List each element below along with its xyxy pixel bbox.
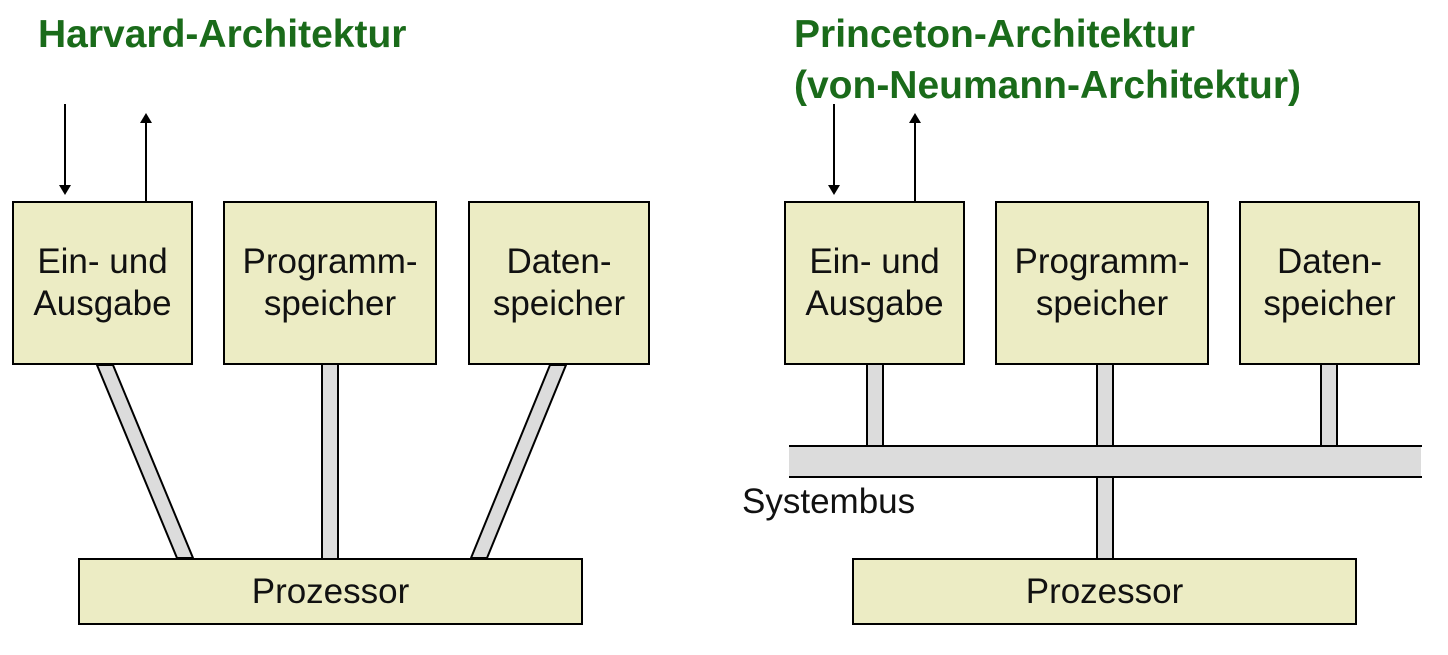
harvard-data-bus <box>469 364 568 559</box>
princeton-processor-bus-stub <box>1096 476 1114 560</box>
princeton-processor-box: Prozessor <box>852 558 1357 625</box>
princeton-title-line1: Princeton-Architektur <box>794 13 1195 56</box>
princeton-system-bus-label: Systembus <box>742 482 916 521</box>
princeton-data-bus-stub <box>1320 363 1338 447</box>
princeton-data-memory-line2: speicher <box>1263 284 1396 323</box>
princeton-data-memory-box: Daten- speicher <box>1239 201 1420 365</box>
harvard-program-memory-line1: Programm- <box>242 242 418 281</box>
princeton-program-bus-stub <box>1096 363 1114 447</box>
harvard-program-memory-line2: speicher <box>263 284 397 323</box>
harvard-data-memory-line1: Daten- <box>506 242 612 281</box>
harvard-io-box: Ein- und Ausgabe <box>12 201 193 365</box>
harvard-io-line1: Ein- und <box>37 242 168 281</box>
princeton-program-memory-box: Programm- speicher <box>995 201 1209 365</box>
princeton-program-memory-line1: Programm- <box>1014 242 1190 281</box>
harvard-processor-label: Prozessor <box>251 571 410 611</box>
harvard-title: Harvard-Architektur <box>38 13 407 56</box>
harvard-data-memory-box: Daten- speicher <box>468 201 650 365</box>
harvard-program-bus <box>321 363 339 560</box>
princeton-processor-label: Prozessor <box>1025 571 1184 611</box>
princeton-io-box: Ein- und Ausgabe <box>784 201 965 365</box>
harvard-processor-box: Prozessor <box>78 558 583 625</box>
harvard-io-line2: Ausgabe <box>33 284 172 323</box>
princeton-title-line2: (von-Neumann-Architektur) <box>794 64 1302 107</box>
princeton-io-line2: Ausgabe <box>805 284 944 323</box>
princeton-system-bus <box>789 446 1421 477</box>
princeton-io-bus-stub <box>866 363 884 447</box>
harvard-io-bus <box>95 364 195 559</box>
princeton-program-memory-line2: speicher <box>1035 284 1169 323</box>
princeton-data-memory-line1: Daten- <box>1276 242 1383 281</box>
harvard-data-memory-line2: speicher <box>492 284 626 323</box>
princeton-io-line1: Ein- und <box>809 242 940 281</box>
harvard-program-memory-box: Programm- speicher <box>223 201 437 365</box>
